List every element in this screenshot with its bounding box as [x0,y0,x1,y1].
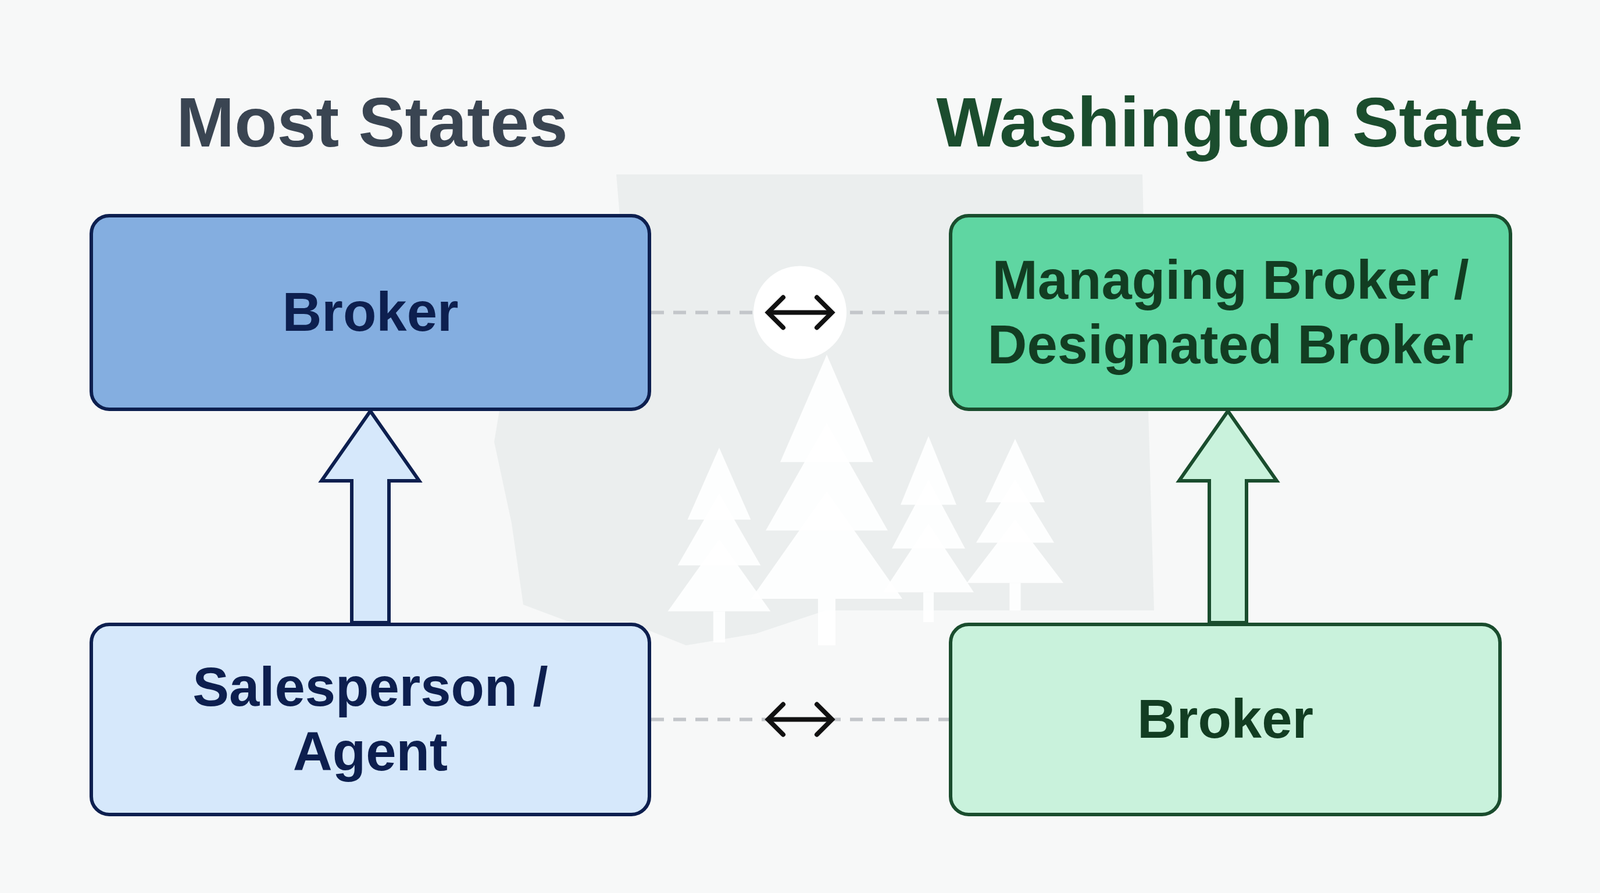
broker-box: Broker [89,213,652,412]
tree-shape [751,491,903,599]
tree-trunk [713,611,725,643]
connector [651,704,949,735]
box-label: Managing Broker / Designated Broker [975,248,1486,378]
salesperson-box: Salesperson / Agent [89,622,652,817]
arrow-head [816,704,832,735]
box-label: Broker [281,280,459,345]
dashed-link [651,311,949,315]
tree-trunk [923,592,934,623]
dashed-link [651,718,949,722]
symbol-disc [753,266,847,360]
tree-trunk [1009,583,1021,611]
tree-shape [668,539,771,612]
connector [1179,411,1277,623]
box-label: Broker [1137,687,1314,752]
box-label: Salesperson / Agent [116,655,625,785]
tree-trunk [818,598,836,646]
column-heading: Most States [176,81,568,163]
tree-shape [883,523,974,593]
block-arrow [1179,411,1277,623]
managing-broker-box: Managing Broker / Designated Broker [948,213,1513,412]
arrow-head [816,297,832,328]
connector [321,411,420,623]
tree-shape [966,519,1064,584]
broker-box: Broker [948,622,1502,817]
arrow-head [768,704,784,735]
block-arrow [321,411,420,623]
double-arrow-line [768,310,832,316]
column-heading: Washington State [936,81,1524,163]
arrow-head [768,297,784,328]
double-arrow-line [768,717,832,723]
connector [651,266,949,360]
